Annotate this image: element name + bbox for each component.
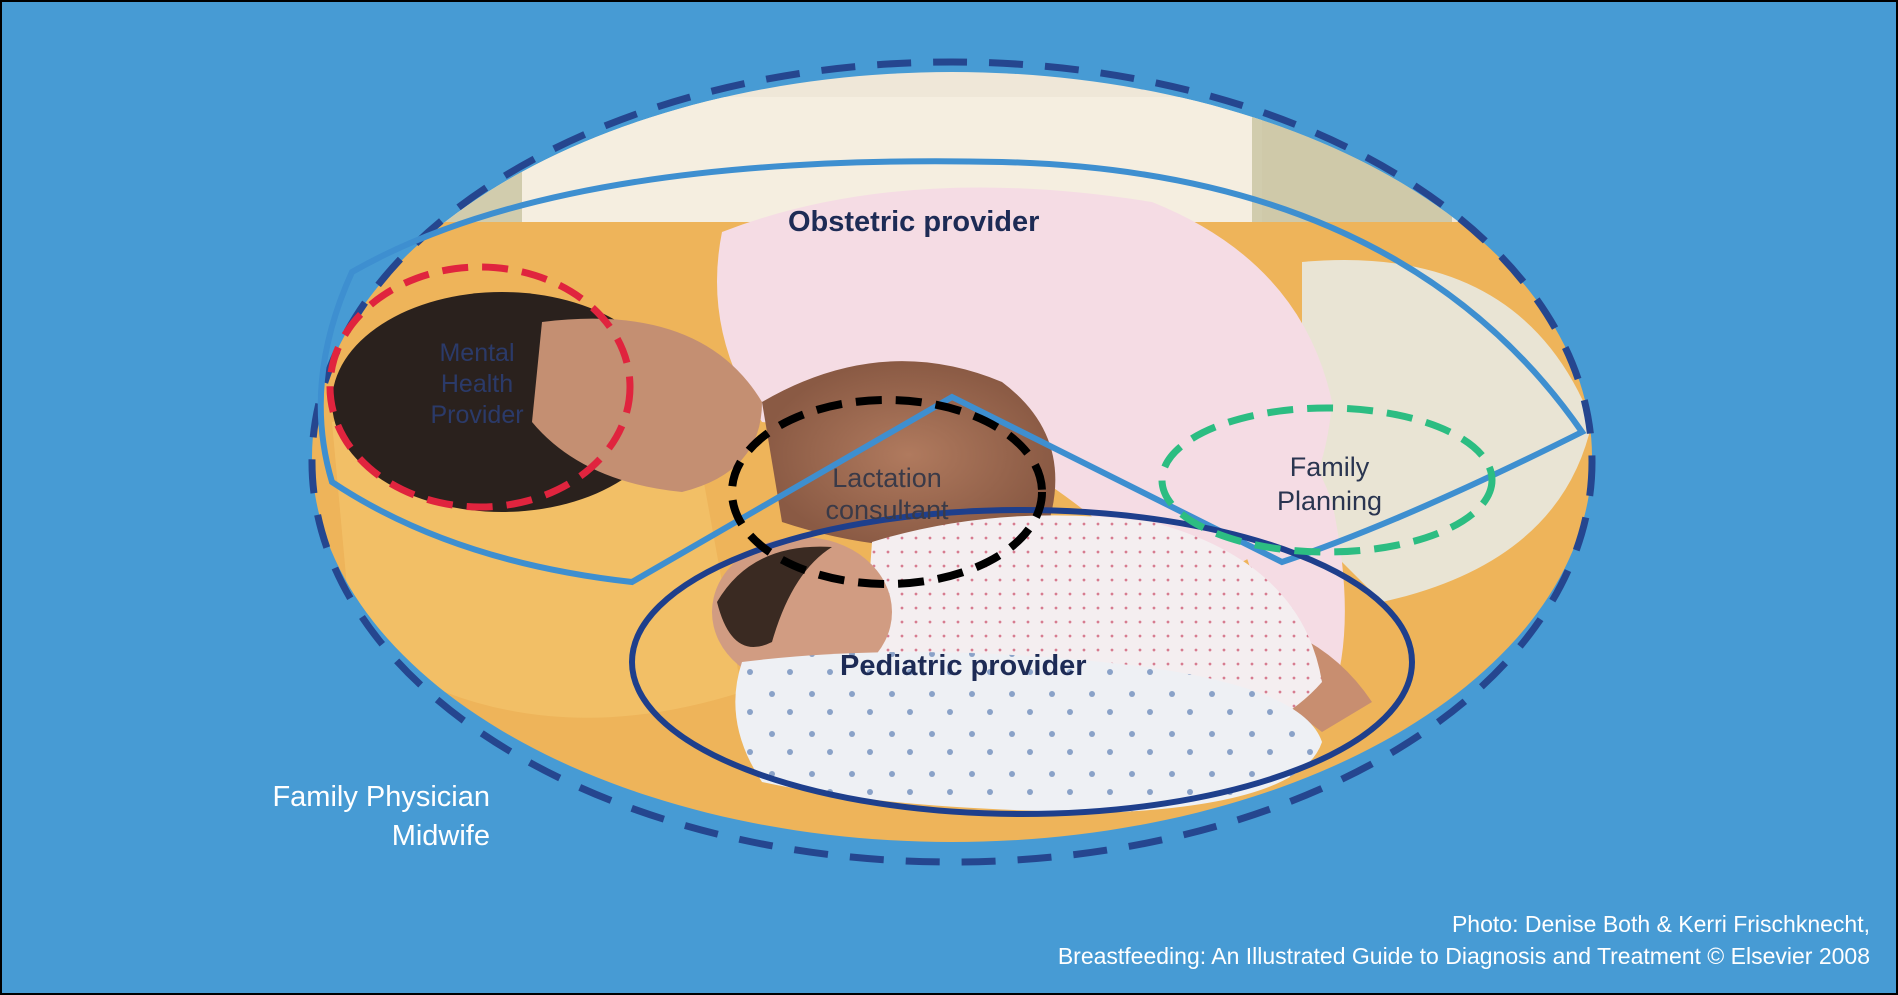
mental-health-provider-label: Mental Health Provider: [402, 338, 552, 431]
lactation-consultant-label: Lactation consultant: [802, 462, 972, 526]
outer-label-line1: Family Physician: [272, 778, 490, 817]
lactation-label-line1: Lactation: [802, 462, 972, 494]
photo-credit: Photo: Denise Both & Kerri Frischknecht,…: [1058, 908, 1870, 972]
obstetric-provider-label: Obstetric provider: [788, 206, 1039, 239]
photo-credit-line2: Breastfeeding: An Illustrated Guide to D…: [1058, 940, 1870, 972]
outer-label-line2: Midwife: [272, 817, 490, 856]
family-planning-label-line2: Planning: [1242, 484, 1417, 518]
family-planning-label: Family Planning: [1242, 450, 1417, 518]
mental-health-label-line3: Provider: [402, 400, 552, 431]
family-physician-midwife-label: Family Physician Midwife: [272, 778, 490, 856]
family-planning-label-line1: Family: [1242, 450, 1417, 484]
lactation-label-line2: consultant: [802, 494, 972, 526]
mental-health-label-line2: Health: [402, 369, 552, 400]
pediatric-provider-label: Pediatric provider: [840, 650, 1087, 683]
mental-health-label-line1: Mental: [402, 338, 552, 369]
photo-credit-line1: Photo: Denise Both & Kerri Frischknecht,: [1058, 908, 1870, 940]
